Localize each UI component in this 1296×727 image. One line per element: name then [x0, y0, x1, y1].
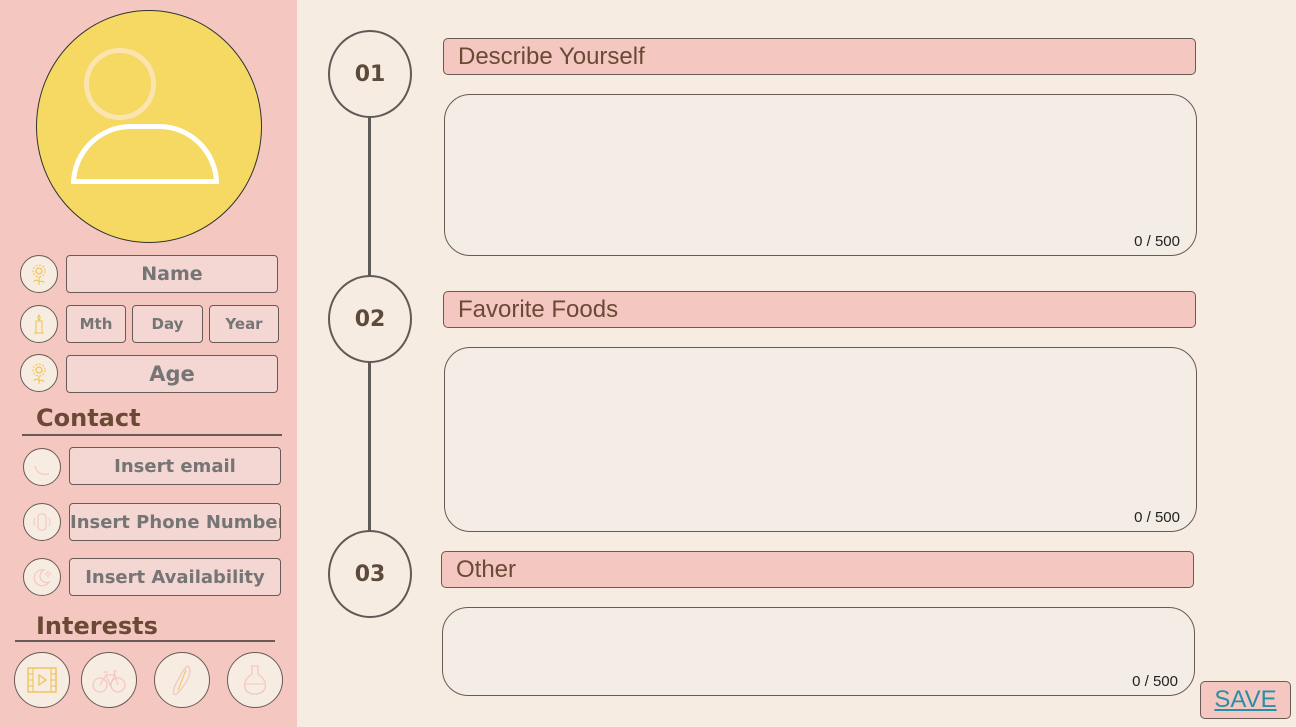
describe-yourself-label: Describe Yourself [443, 38, 1196, 75]
favorite-foods-label: Favorite Foods [443, 291, 1196, 328]
age-input[interactable] [66, 355, 278, 393]
favorite-foods-input[interactable] [445, 348, 1196, 531]
save-button[interactable]: SAVE [1200, 681, 1291, 719]
phone-icon [23, 503, 61, 541]
other-input[interactable] [443, 608, 1194, 695]
step-02-badge: 02 [328, 275, 412, 363]
character-counter: 0 / 500 [1132, 673, 1178, 690]
favorite-foods-textarea[interactable]: 0 / 500 [444, 347, 1197, 532]
sunflower-icon [20, 255, 58, 293]
sunflower-icon [20, 354, 58, 392]
availability-field[interactable] [69, 558, 281, 596]
contact-heading: Contact [36, 404, 141, 432]
surfboard-icon[interactable] [154, 652, 210, 708]
step-01-badge: 01 [328, 30, 412, 118]
phone-field[interactable] [69, 503, 281, 541]
profile-sidebar: Contact Interests [0, 0, 297, 727]
avatar-body-shape [71, 124, 219, 184]
birth-year-input[interactable] [209, 305, 279, 343]
character-counter: 0 / 500 [1134, 509, 1180, 526]
character-counter: 0 / 500 [1134, 233, 1180, 250]
email-field[interactable] [69, 447, 281, 485]
avatar-head-shape [84, 48, 156, 120]
name-input[interactable] [66, 255, 278, 293]
film-icon[interactable] [14, 652, 70, 708]
interests-heading: Interests [36, 612, 158, 640]
moon-stars-icon [23, 558, 61, 596]
smile-icon [23, 448, 61, 486]
bicycle-icon[interactable] [81, 652, 137, 708]
candle-icon [20, 305, 58, 343]
contact-divider [22, 434, 282, 436]
step-03-badge: 03 [328, 530, 412, 618]
describe-yourself-textarea[interactable]: 0 / 500 [444, 94, 1197, 256]
other-label: Other [441, 551, 1194, 588]
flask-icon[interactable] [227, 652, 283, 708]
birth-day-input[interactable] [132, 305, 203, 343]
describe-yourself-input[interactable] [445, 95, 1196, 255]
avatar[interactable] [36, 10, 262, 243]
interests-divider [15, 640, 275, 642]
birth-month-input[interactable] [66, 305, 126, 343]
other-textarea[interactable]: 0 / 500 [442, 607, 1195, 696]
